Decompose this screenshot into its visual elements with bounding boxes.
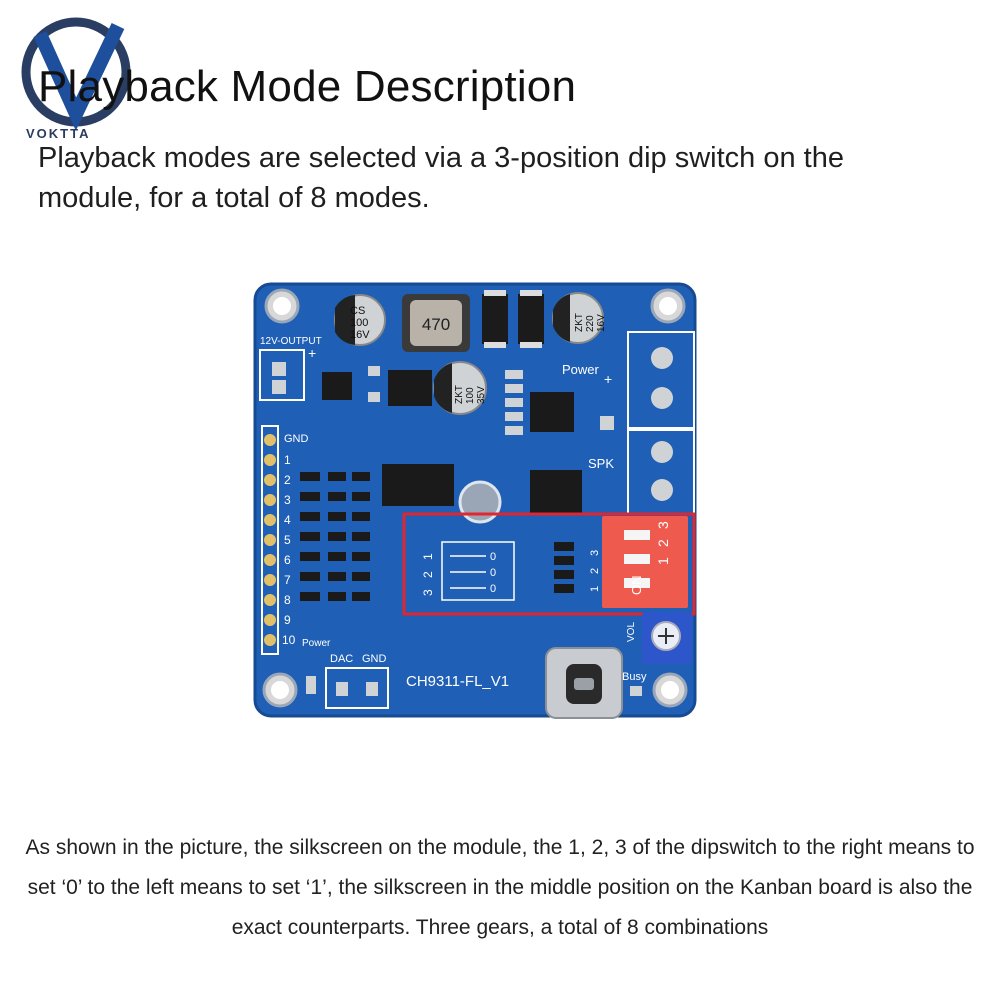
- inductor-label: 470: [422, 315, 450, 334]
- silk-zero-3: 0: [490, 583, 496, 595]
- brand-name: VOKTTA: [26, 126, 91, 141]
- led-element: [458, 480, 502, 524]
- cap2-line1: ZKT: [574, 313, 585, 332]
- pin-labels: 1 2 3 4 5 6 7 8 9 10: [282, 453, 296, 647]
- main-ic-chip: [382, 464, 454, 506]
- label-busy: Busy: [622, 671, 647, 683]
- capacitor-zkt-100: ZKT 100 35V: [433, 361, 487, 415]
- pin-label-10: 10: [282, 633, 296, 647]
- pcb-board-image: CS 100 16V 470 ZKT 220 16V ZKT 100 35V 1…: [250, 280, 700, 720]
- silk-num-2: 2: [421, 571, 435, 578]
- svg-text:1: 1: [589, 586, 601, 592]
- label-power2: Power: [302, 638, 331, 649]
- silkscreen-legend: 3 2 1 0 0 0: [421, 541, 515, 601]
- pin-label-4: 4: [284, 513, 291, 527]
- dip-on-label: ON: [629, 576, 644, 596]
- mounting-holes: [262, 288, 688, 708]
- dip-switch: ON 1 2 3: [602, 516, 688, 608]
- capacitor-zkt-220: ZKT 220 16V: [552, 292, 607, 344]
- pin-label-3: 3: [284, 493, 291, 507]
- silk-zero-1: 0: [490, 551, 496, 563]
- label-dac: DAC: [330, 653, 353, 665]
- cap3-line3: 35V: [476, 386, 487, 404]
- label-spk: SPK: [588, 456, 614, 471]
- pin-label-7: 7: [284, 573, 291, 587]
- pin-label-5: 5: [284, 533, 291, 547]
- amp-chip-1: [530, 392, 574, 432]
- label-gnd: GND: [284, 433, 309, 445]
- cap1-line3: 16V: [350, 329, 370, 341]
- label-vol: VOL: [626, 622, 637, 642]
- dip-resistors: [554, 542, 574, 593]
- amp-chip-2: [530, 470, 582, 514]
- cap3-line1: ZKT: [454, 385, 465, 404]
- inductor: 470: [402, 294, 470, 352]
- voktta-logo-icon: [21, 17, 131, 131]
- silk-num-3: 3: [421, 589, 435, 596]
- label-power: Power: [562, 362, 600, 377]
- capacitor-cs: CS 100 16V: [334, 294, 386, 346]
- cap2-line2: 220: [585, 315, 596, 332]
- svg-text:+: +: [308, 345, 316, 361]
- usb-c-port: [545, 647, 623, 719]
- label-gnd2: GND: [362, 653, 387, 665]
- pin-label-6: 6: [284, 553, 291, 567]
- description-caption: As shown in the picture, the silkscreen …: [25, 836, 975, 939]
- dip-num-3: 3: [655, 521, 671, 529]
- diode-1: [482, 294, 508, 344]
- highlight-box: [402, 512, 696, 616]
- pin-label-8: 8: [284, 593, 291, 607]
- pcb-board-svg: CS 100 16V 470 ZKT 220 16V ZKT 100 35V 1…: [253, 282, 697, 719]
- cap1-line1: CS: [350, 305, 365, 317]
- dip-num-2: 2: [655, 539, 671, 547]
- svg-text:+: +: [604, 371, 612, 387]
- terminal-power: [627, 331, 695, 429]
- resistor-grid: [300, 472, 370, 601]
- cap2-line3: 16V: [596, 314, 607, 332]
- dip-num-1: 1: [655, 557, 671, 565]
- cap1-line2: 100: [350, 317, 368, 329]
- chip-2: [388, 370, 432, 406]
- pin-label-1: 1: [284, 453, 291, 467]
- pin-header: [264, 434, 276, 646]
- pin-label-9: 9: [284, 613, 291, 627]
- silk-zero-2: 0: [490, 567, 496, 579]
- silk-num-1: 1: [421, 553, 435, 560]
- regulator-chip: [322, 372, 352, 400]
- diode-2: [518, 294, 544, 344]
- cap3-line2: 100: [465, 387, 476, 404]
- volume-potentiometer: [642, 612, 692, 664]
- svg-text:3: 3: [589, 550, 601, 556]
- board-model-label: CH9311-FL_V1: [406, 673, 509, 690]
- page-title: Playback Mode Description: [38, 62, 577, 111]
- pin-label-2: 2: [284, 473, 291, 487]
- svg-text:2: 2: [589, 568, 601, 574]
- label-12v-output: 12V-OUTPUT: [260, 336, 322, 347]
- page-subtitle: Playback modes are selected via a 3-posi…: [38, 142, 844, 214]
